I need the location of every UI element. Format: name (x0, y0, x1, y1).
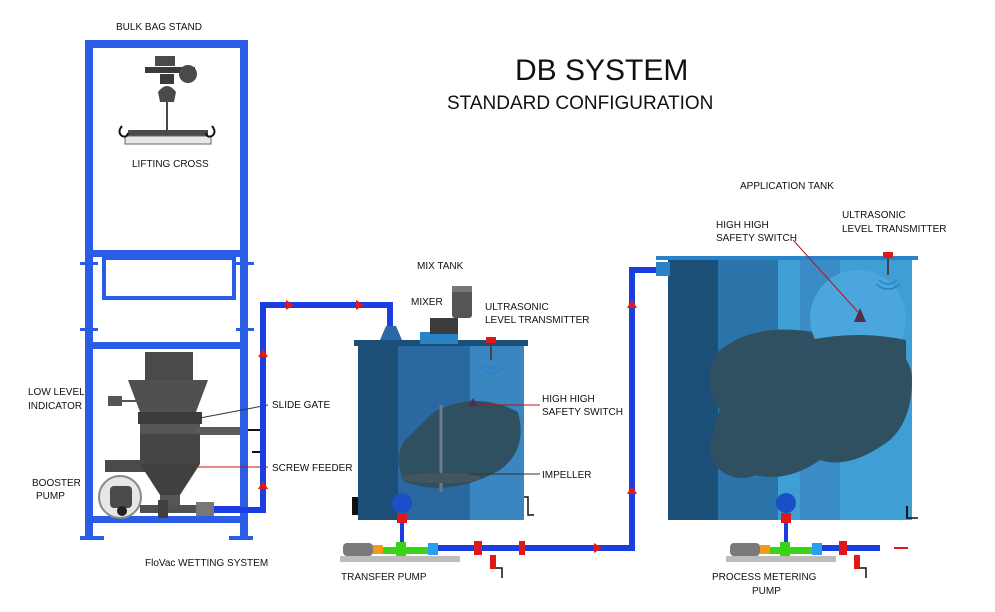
mix-hh-switch-label-1: HIGH HIGH (542, 394, 595, 405)
mixer (420, 286, 472, 344)
mix-ultrasonic-label-1: ULTRASONIC (485, 302, 549, 313)
bulk-bag-stand-label: BULK BAG STAND (116, 22, 202, 33)
low-level-indicator-label-1: LOW LEVEL (28, 387, 85, 398)
mix-hh-switch-icon (468, 398, 478, 406)
application-tank (656, 256, 918, 520)
transfer-pump (340, 542, 460, 562)
mix-tank-outlet (392, 493, 412, 545)
screw-feeder-label: SCREW FEEDER (272, 463, 353, 474)
application-tank-label: APPLICATION TANK (740, 181, 834, 192)
app-ultrasonic-label-1: ULTRASONIC (842, 210, 906, 221)
app-hh-switch-label-1: HIGH HIGH (716, 220, 769, 231)
lifting-cross-label: LIFTING CROSS (132, 159, 209, 170)
app-hh-switch-label-2: SAFETY SWITCH (716, 233, 797, 244)
app-ultrasonic-label-2: LEVEL TRANSMITTER (842, 224, 946, 235)
booster-pump (98, 475, 240, 519)
app-tank-outlet (776, 493, 796, 545)
diagram-subtitle: STANDARD CONFIGURATION (447, 93, 713, 114)
booster-pump-label-2: PUMP (36, 491, 65, 502)
process-pump-label-1: PROCESS METERING (712, 572, 817, 583)
flow-arrows-feed (258, 300, 364, 489)
slide-gate-label: SLIDE GATE (272, 400, 330, 411)
mix-ultrasonic-label-2: LEVEL TRANSMITTER (485, 315, 589, 326)
app-ultrasonic-transmitter (875, 252, 901, 290)
impeller-label: IMPELLER (542, 470, 591, 481)
low-level-indicator-label-2: INDICATOR (28, 401, 82, 412)
process-valve (839, 541, 867, 578)
process-pump-label-2: PUMP (752, 586, 781, 597)
bulk-bag-stand (80, 40, 254, 540)
booster-pump-label-1: BOOSTER (32, 478, 81, 489)
mix-tank-label: MIX TANK (417, 261, 464, 272)
mix-tank (352, 326, 534, 520)
mix-hh-switch-label-2: SAFETY SWITCH (542, 407, 623, 418)
feed-pipe (240, 302, 393, 513)
diagram-title: DB SYSTEM (515, 54, 688, 87)
transfer-pipe (438, 267, 660, 551)
hopper-screw-feeder (105, 352, 263, 505)
process-metering-pump (726, 542, 836, 562)
wetting-system-label: FloVac WETTING SYSTEM (145, 558, 268, 569)
lifting-cross (118, 56, 216, 145)
mixer-label: MIXER (411, 297, 443, 308)
flow-arrows-transfer (594, 300, 637, 553)
transfer-pump-label: TRANSFER PUMP (341, 572, 427, 583)
mix-ultrasonic-transmitter (478, 337, 504, 374)
transfer-valve (474, 541, 525, 578)
